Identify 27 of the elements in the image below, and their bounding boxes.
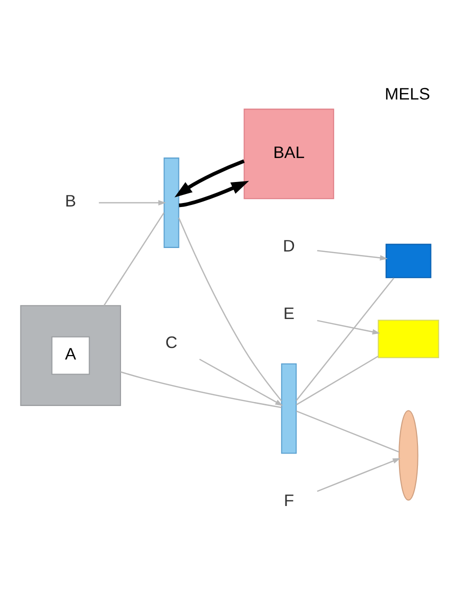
node-text: B: [65, 192, 76, 211]
node-text: E: [283, 304, 294, 323]
connector: [296, 356, 378, 406]
node-box: A: [51, 336, 90, 375]
diagram-title: MELS: [384, 84, 430, 104]
node-text: F: [284, 491, 294, 510]
connector: [120, 371, 282, 408]
arrow: [199, 358, 283, 406]
node-ellipse: [398, 410, 418, 501]
connector: [296, 278, 394, 402]
arrow: [317, 320, 380, 334]
arrow: [316, 458, 400, 492]
arrow: [98, 200, 166, 206]
connector: [296, 410, 400, 453]
arrow: [178, 180, 250, 208]
arrow: [174, 159, 245, 198]
node-bar: [164, 158, 180, 248]
connector: [178, 218, 282, 402]
cluster: [20, 305, 122, 406]
node-text: C: [165, 333, 178, 352]
node-box: [378, 320, 440, 358]
node-bar: [281, 363, 297, 454]
node-box: BAL: [244, 108, 334, 200]
arrow: [317, 250, 388, 260]
node-box: [386, 244, 432, 278]
node-text: D: [282, 236, 295, 256]
connector: [103, 212, 164, 306]
